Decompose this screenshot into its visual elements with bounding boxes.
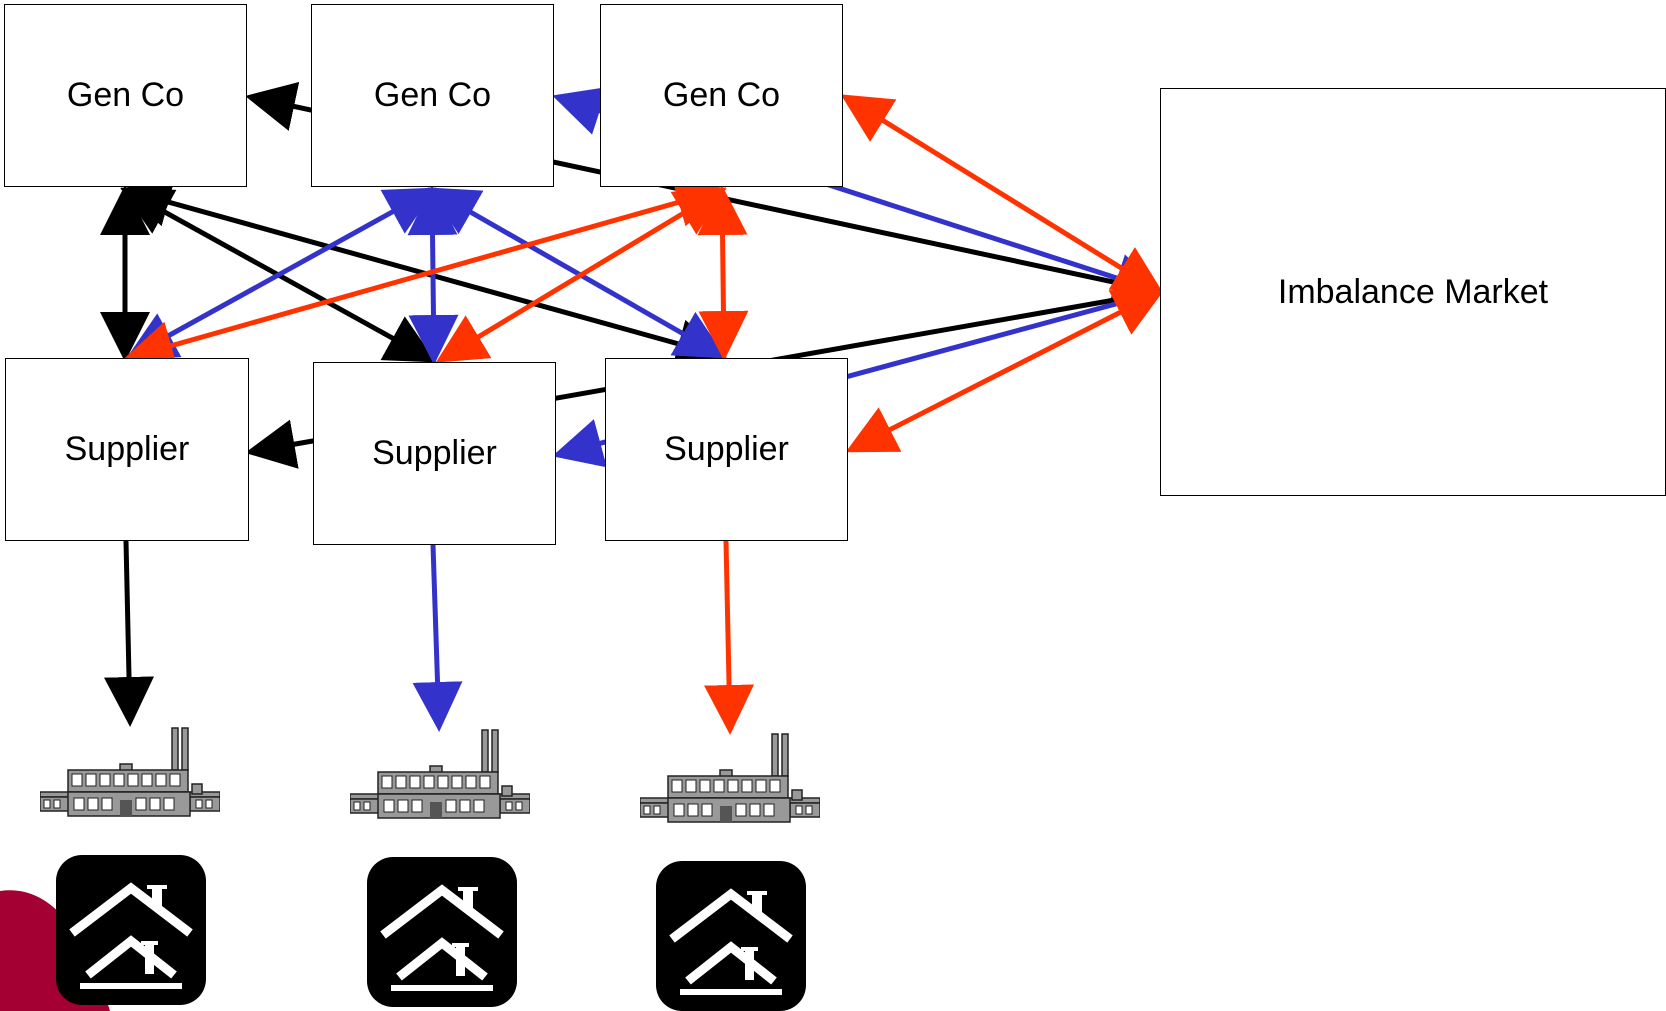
- supplier-label: Supplier: [372, 434, 497, 472]
- arrow-market-supplier3: [845, 289, 1165, 453]
- supplier-box-3: Supplier: [605, 358, 848, 541]
- arrow-supplier2-consumers: [412, 544, 463, 732]
- market-label: Imbalance Market: [1277, 272, 1549, 311]
- supplier-label: Supplier: [64, 430, 190, 468]
- factory-icon: [350, 729, 530, 819]
- genco-label: Gen Co: [373, 76, 492, 114]
- imbalance-market-box: Imbalance Market: [1160, 88, 1666, 496]
- genco-label: Gen Co: [66, 76, 185, 114]
- genco-label: Gen Co: [662, 76, 781, 114]
- arrow-genco3-market: [840, 94, 1165, 295]
- factory-icon: [640, 733, 820, 823]
- supplier-label: Supplier: [664, 430, 789, 468]
- genco-box-1: Gen Co: [4, 4, 247, 187]
- arrow-supplier3-consumers: [704, 540, 755, 735]
- genco-box-2: Gen Co: [311, 4, 554, 187]
- arrow-genco3-supplier2: [435, 187, 727, 363]
- house-icon: [367, 857, 517, 1007]
- house-icon: [656, 861, 806, 1011]
- arrow-genco2-supplier2: [407, 185, 459, 365]
- arrow-supplier1-consumers: [104, 540, 154, 727]
- arrow-genco3-supplier3: [697, 185, 749, 361]
- genco-box-3: Gen Co: [600, 4, 843, 187]
- supplier-box-1: Supplier: [5, 358, 249, 541]
- factory-icon: [40, 727, 220, 817]
- supplier-box-2: Supplier: [313, 362, 556, 545]
- house-icon: [56, 855, 206, 1005]
